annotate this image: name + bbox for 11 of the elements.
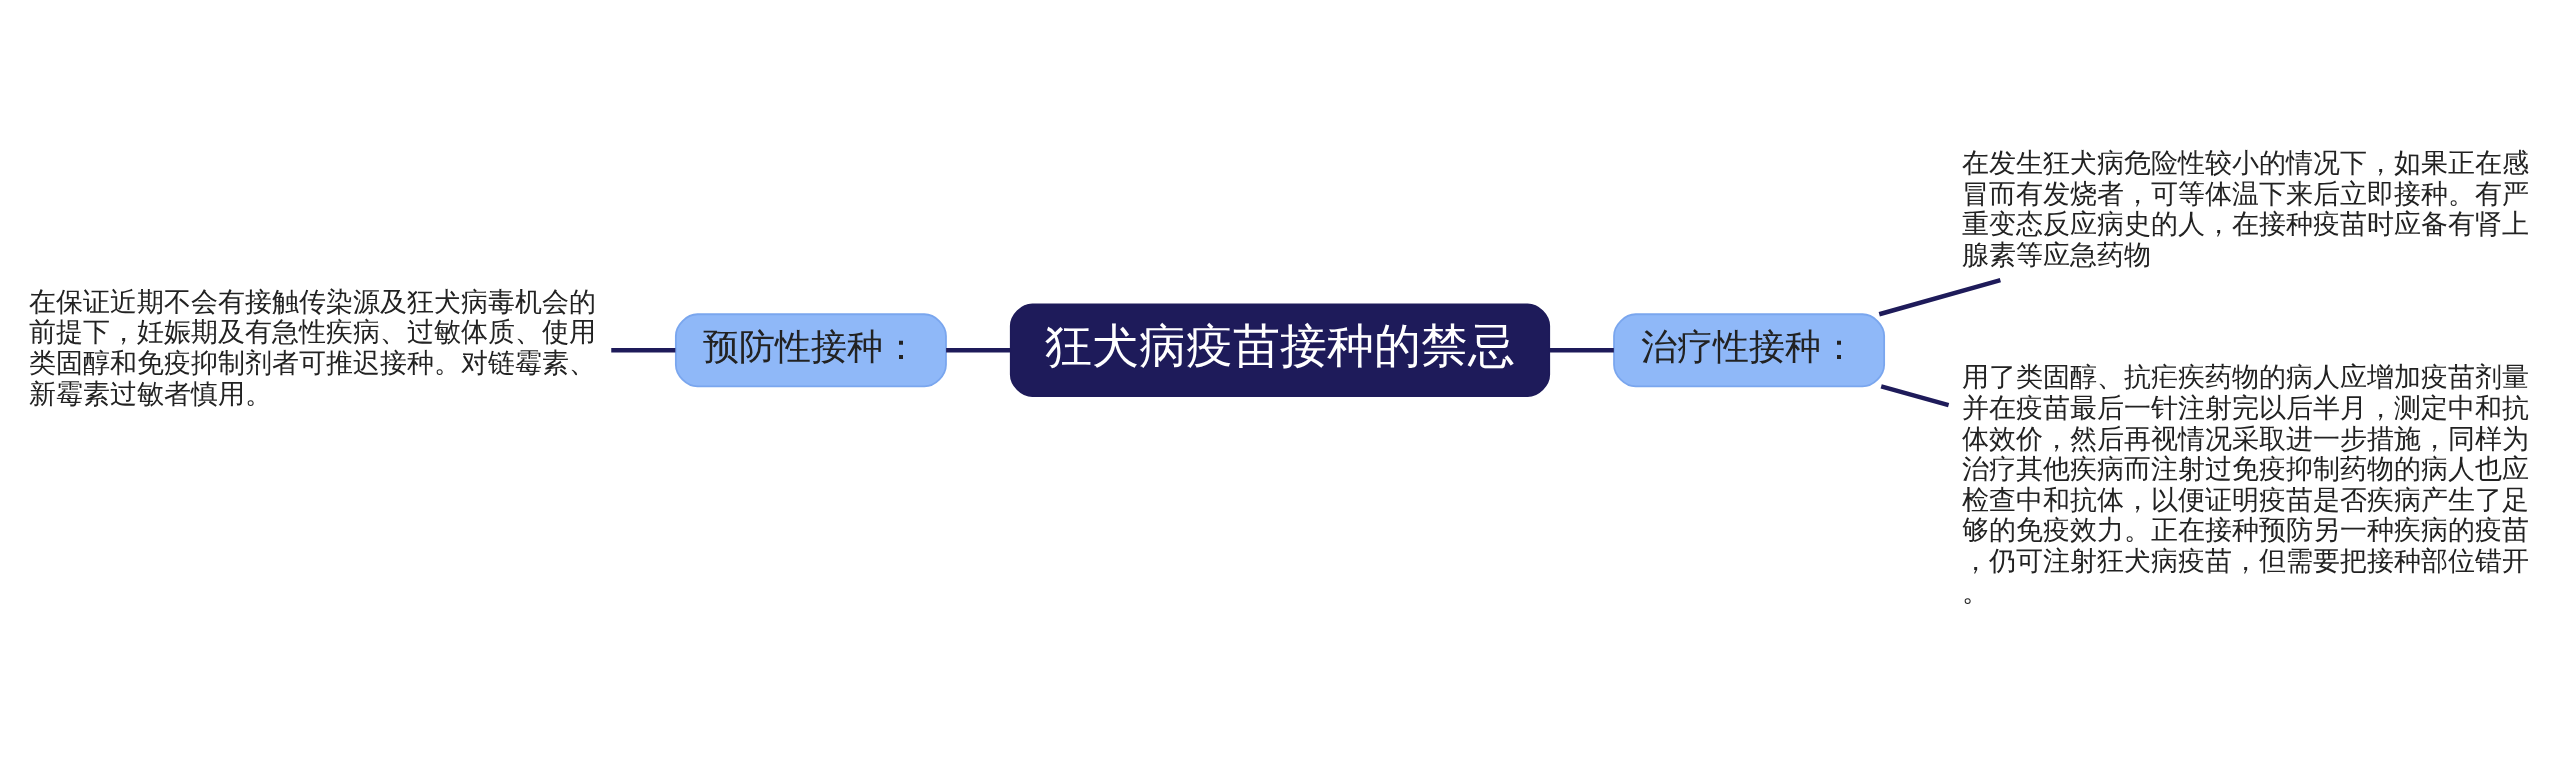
- connector: [1549, 347, 1614, 353]
- node-text: 在发生狂犬病危险性较小的情况下，如果正在感冒而有发烧者，可等体温下来后立即接种。有严重变态反应病史的人，在接种疫苗时应备有肾上腺素等应急药物: [1961, 146, 2529, 270]
- node-box: 治疗性接种：: [1613, 312, 1886, 387]
- connector: [1880, 383, 1950, 407]
- node-box: 狂犬病疫苗接种的禁忌: [1009, 302, 1551, 397]
- node-box: 预防性接种：: [674, 312, 947, 387]
- node-text: 用了类固醇、抗疟疾药物的病人应增加疫苗剂量并在疫苗最后一针注射完以后半月，测定中和抗体效价，然后再视情况采取进一步措施，同样为治疗其他疾病而注射过免疫抑制药物的病人也应检查中和抗体，以便证明疫苗是否疾病产生了足够的免疫效力。正在接种预防另一种疾病的疫苗，仍可注射狂犬病疫苗，但需要把接种部位错开。: [1961, 360, 2529, 607]
- node-text: 在保证近期不会有接触传染源及狂犬病毒机会的前提下，妊娠期及有急性疾病、过敏体质、使用类固醇和免疫抑制剂者可推迟接种。对链霉素、新霉素过敏者慎用。: [29, 285, 597, 409]
- connector: [946, 347, 1011, 353]
- connector: [1878, 277, 2001, 316]
- connector: [611, 347, 676, 353]
